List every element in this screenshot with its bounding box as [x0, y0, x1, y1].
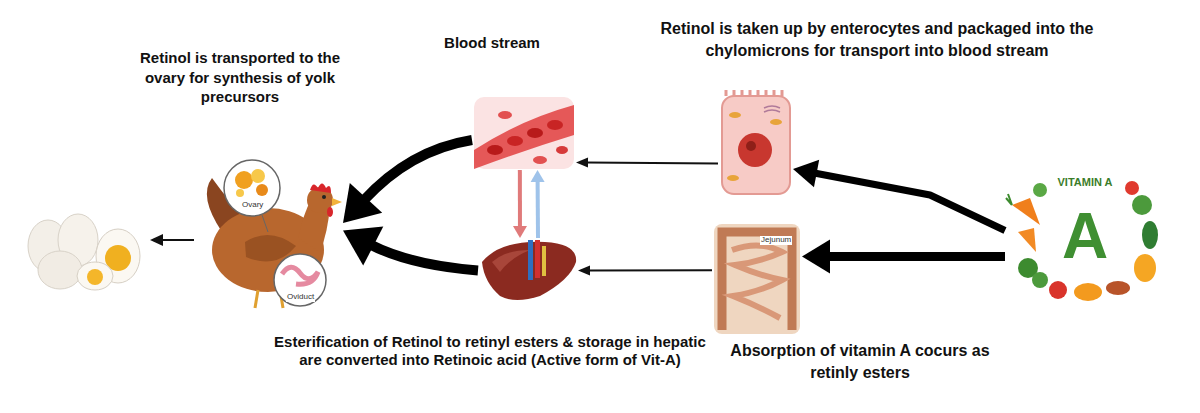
arrow-head — [793, 160, 819, 188]
blood-vessel: Blood stream — [472, 95, 576, 170]
arrow-head — [513, 226, 527, 238]
absorption-arrow — [802, 240, 1005, 274]
arrow-head — [576, 158, 588, 168]
arrow-head — [343, 183, 382, 223]
transport-arrow — [343, 140, 472, 223]
step-caption: Absorption of vitamin A cocurs as retinl… — [710, 340, 1010, 383]
hen-picture — [207, 160, 342, 308]
arrow-head — [802, 240, 830, 274]
arrow-shaft — [370, 245, 478, 271]
arrow-shaft — [827, 252, 1005, 261]
hen-figure: Retinol is transported to the ovary for … — [198, 160, 343, 310]
liver-picture — [482, 240, 576, 300]
part-name: Oviduct — [286, 293, 315, 302]
eggs-picture — [28, 214, 140, 290]
arrow-head — [578, 265, 590, 275]
arrow-head — [343, 227, 383, 266]
arrow-shaft — [536, 181, 540, 238]
transport-arrow — [343, 227, 478, 271]
uptake-arrow — [793, 160, 1005, 231]
vitamin-a-icon: VITAMIN A A — [1005, 172, 1165, 302]
vitamin-foods-picture — [1006, 181, 1158, 301]
enterocyte-picture — [722, 90, 790, 194]
blood-vessel-picture — [474, 97, 574, 169]
part-name: Ovary — [241, 201, 264, 210]
storage-arrow — [513, 170, 527, 238]
arrow-shaft — [814, 173, 1005, 230]
flow-arrow — [576, 158, 718, 168]
intestine-picture — [714, 224, 800, 334]
enterocyte-cell: Retinol is taken up by enterocytes and p… — [718, 88, 793, 196]
arrow-head — [531, 170, 545, 182]
step-caption: Retinol is taken up by enterocytes and p… — [617, 18, 1137, 61]
icon-title: VITAMIN A — [1050, 176, 1120, 188]
step-caption: Retinol is transported to the ovary for … — [120, 48, 360, 107]
part-name: Jejunum — [760, 236, 792, 245]
release-arrow — [531, 170, 545, 238]
flow-arrow — [578, 265, 712, 275]
arrow-shaft — [587, 163, 718, 164]
icon-letter: A — [1055, 204, 1115, 268]
hen-to-egg-arrow — [150, 234, 194, 246]
liver-organ: Esterification of Retinol to retinyl est… — [478, 238, 578, 303]
arrow-shaft — [364, 140, 472, 200]
step-caption: Esterification of Retinol to retinyl est… — [270, 333, 710, 369]
arrow-shaft — [589, 269, 712, 271]
step-caption: Blood stream — [432, 33, 552, 53]
arrow-shaft — [518, 170, 522, 227]
